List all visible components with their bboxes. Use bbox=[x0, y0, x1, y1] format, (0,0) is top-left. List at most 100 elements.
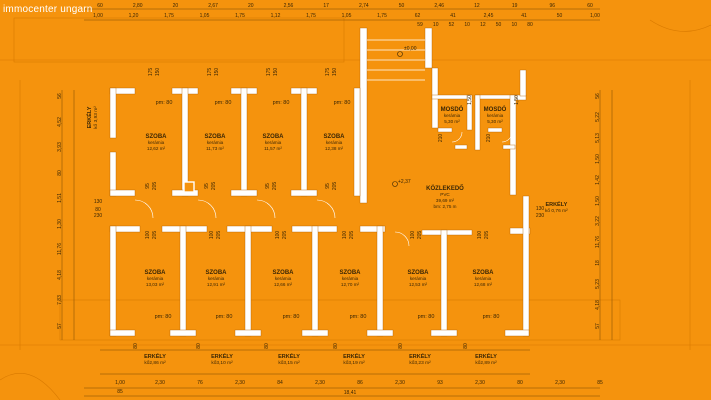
door-dim-3: 150 bbox=[214, 67, 220, 77]
balcony-bottom-material: kő bbox=[475, 360, 481, 366]
bottom-room-material: kerámia bbox=[274, 276, 292, 281]
corridor-area: 39,69 m² bbox=[435, 198, 455, 203]
door-dim-21: 205 bbox=[282, 230, 288, 240]
top-dim-c-6: 10 bbox=[511, 22, 518, 28]
right-dim-6: 3,22 bbox=[595, 216, 601, 227]
door-dim-28: 80 bbox=[133, 343, 139, 349]
top-room-area: 12,62 m² bbox=[146, 146, 166, 151]
right-mid-dim-1: 130 bbox=[535, 206, 545, 212]
bottom-dim-a-4: 84 bbox=[277, 380, 283, 386]
right-dim-1: 5,22 bbox=[595, 112, 601, 122]
background-sketch bbox=[0, 17, 711, 400]
bottom-room-name: SZOBA bbox=[472, 270, 494, 276]
door-dim-27: 205 bbox=[484, 230, 490, 240]
bottom-dim-a-11: 2,30 bbox=[555, 380, 565, 386]
door-dim-11: 205 bbox=[211, 181, 217, 191]
balcony-bottom-name: ERKÉLY bbox=[475, 354, 497, 360]
door-dim-9: 205 bbox=[152, 181, 158, 191]
door-dim-4: 175 bbox=[266, 67, 272, 77]
top-room-material: kerámia bbox=[147, 140, 165, 145]
top-dim-a-7: 2,74 bbox=[358, 3, 369, 9]
level-top: ±0,00 bbox=[404, 46, 417, 52]
bottom-dim-a-8: 93 bbox=[437, 380, 443, 386]
bottom-room-area: 12,53 m² bbox=[408, 282, 428, 287]
balcony-bottom-area: 2,86 m² bbox=[149, 360, 166, 366]
bottom-room-area: 12,66 m² bbox=[273, 282, 293, 287]
door-dim-36: 1,50 bbox=[467, 95, 473, 105]
bottom-dim-b-1: 18,41 bbox=[343, 390, 357, 396]
balcony-bottom-name: ERKÉLY bbox=[409, 354, 431, 360]
mid-dim-2: 80 bbox=[95, 207, 101, 213]
bottom-dim-a-12: 85 bbox=[597, 380, 603, 386]
bottom-room-pm-3: pm: 80 bbox=[349, 314, 367, 320]
right-dim-11: 57 bbox=[595, 323, 601, 329]
top-dim-b-9: 62 bbox=[414, 13, 421, 19]
left-dim-8: 7,83 bbox=[57, 295, 63, 306]
top-dim-c-4: 12 bbox=[480, 22, 486, 28]
bath-material: kerámia bbox=[486, 113, 504, 118]
door-dim-7: 150 bbox=[332, 67, 338, 77]
corridor-label: KÖZLEKEDŐ PVC 39,69 m² bm: 2,75 m bbox=[426, 186, 464, 210]
bath-area: 5,30 m² bbox=[487, 119, 503, 124]
bottom-room-pm-0: pm: 80 bbox=[154, 314, 172, 320]
left-dim-0: 56 bbox=[57, 93, 63, 99]
bath-material: kerámia bbox=[443, 113, 461, 118]
top-dim-c-0: 59 bbox=[417, 22, 423, 28]
balcony-bottom-area: 2,89 m² bbox=[480, 360, 497, 366]
bottom-room-material: kerámia bbox=[474, 276, 492, 281]
bottom-room-area: 12,68 m² bbox=[473, 282, 493, 287]
top-dim-a-4: 20 bbox=[247, 3, 254, 9]
top-dim-c-7: 80 bbox=[527, 22, 533, 28]
bottom-dim-a-1: 2,30 bbox=[155, 380, 165, 386]
balcony-right-material: kő bbox=[545, 208, 551, 214]
balcony-bottom-name: ERKÉLY bbox=[343, 354, 365, 360]
corridor-name: KÖZLEKEDŐ bbox=[426, 186, 464, 192]
top-dim-a-11: 19 bbox=[511, 3, 518, 9]
balcony-bottom-material: kő bbox=[278, 360, 284, 366]
bottom-room-area: 12,91 m² bbox=[206, 282, 226, 287]
door-dim-20: 100 bbox=[275, 230, 281, 240]
walls bbox=[109, 27, 531, 337]
balcony-bottom-material: kő bbox=[211, 360, 217, 366]
right-dim-7: 11,76 bbox=[595, 236, 601, 249]
door-dim-26: 100 bbox=[477, 230, 483, 240]
door-dim-8: 95 bbox=[145, 183, 151, 189]
balcony-bottom-area: 3,23 m² bbox=[414, 360, 431, 366]
top-room-area: 11,73 m² bbox=[206, 146, 224, 151]
right-dim-10: 4,18 bbox=[595, 300, 601, 310]
top-room-area: 11,57 m² bbox=[264, 146, 282, 151]
right-dim-9: 5,23 bbox=[595, 279, 601, 290]
bottom-room-name: SZOBA bbox=[407, 270, 429, 276]
balcony-right-area: 0,76 m² bbox=[551, 208, 568, 214]
top-dim-c-3: 10 bbox=[464, 22, 470, 28]
top-dim-b-6: 1,75 bbox=[306, 13, 316, 19]
top-room-name: SZOBA bbox=[145, 134, 167, 140]
left-dim-5: 1,30 bbox=[57, 218, 63, 229]
top-dim-b-0: 1,00 bbox=[93, 13, 103, 19]
bottom-dim-a-5: 2,30 bbox=[315, 380, 325, 386]
level-markers bbox=[392, 51, 403, 187]
corridor-height: bm: 2,75 m bbox=[433, 204, 457, 209]
right-dim-0: 56 bbox=[595, 93, 601, 99]
door-dim-32: 80 bbox=[398, 343, 404, 349]
bottom-room-name: SZOBA bbox=[272, 270, 294, 276]
top-dim-b-3: 1,05 bbox=[199, 13, 210, 19]
bottom-room-pm-2: pm: 80 bbox=[282, 314, 300, 320]
bottom-room-name: SZOBA bbox=[205, 270, 227, 276]
top-room-material: kerámia bbox=[206, 140, 224, 145]
brand-watermark: immocenter ungarn bbox=[3, 4, 93, 15]
door-dim-16: 100 bbox=[145, 230, 151, 240]
mid-dim-3: 230 bbox=[93, 213, 103, 219]
top-dim-b-1: 1,20 bbox=[128, 13, 139, 19]
balcony-bottom-name: ERKÉLY bbox=[144, 354, 166, 360]
